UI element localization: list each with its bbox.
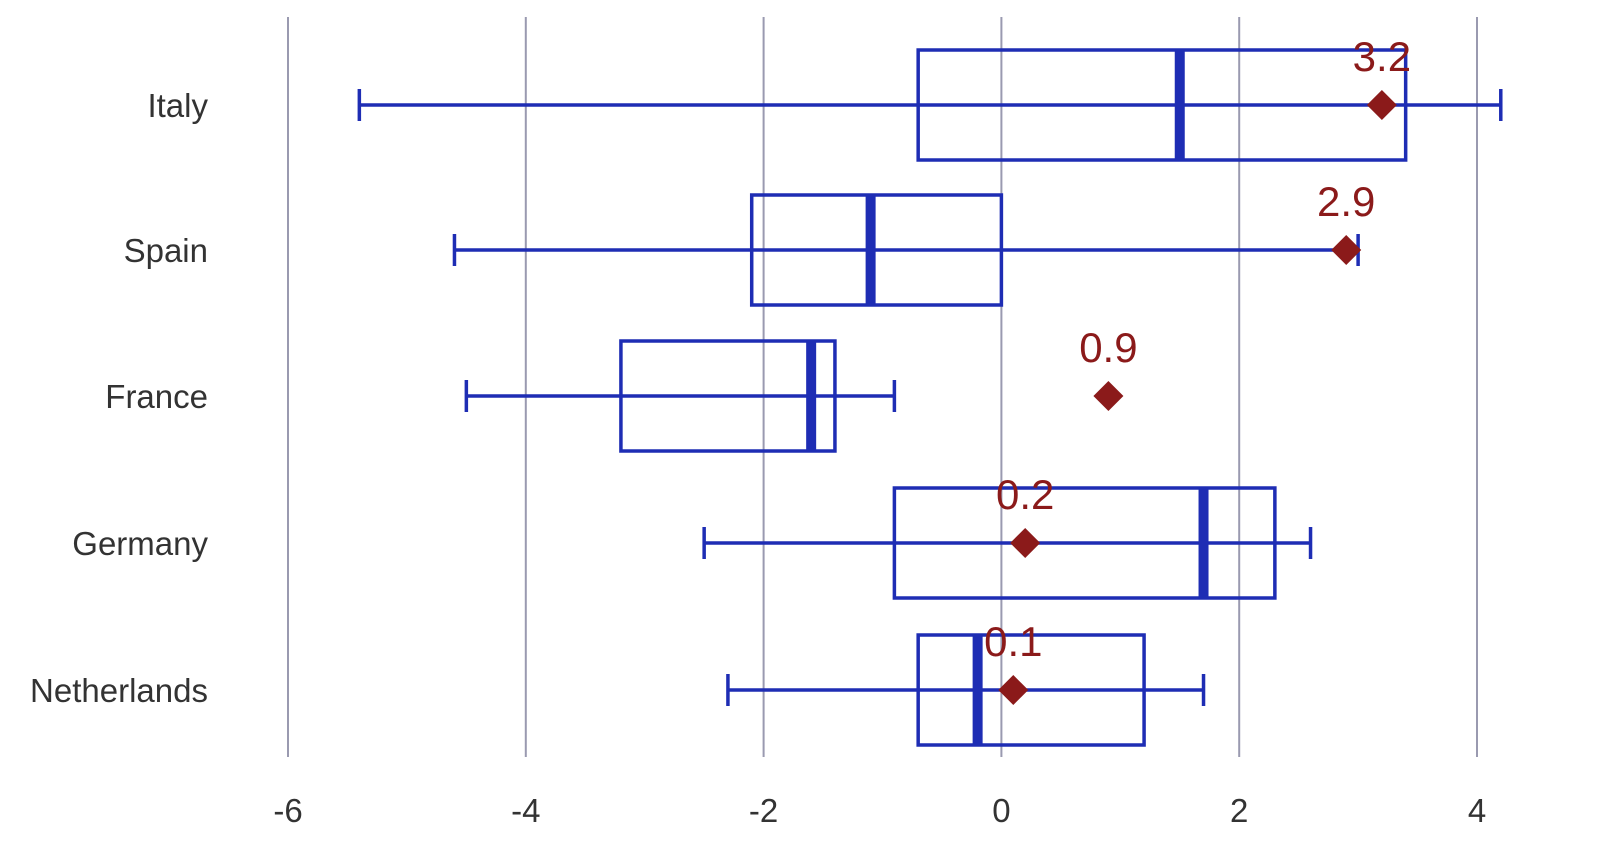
point-value-label: 3.2 <box>1353 33 1411 80</box>
x-tick-label: -4 <box>511 792 540 829</box>
box-iqr <box>916 48 1408 162</box>
box-iqr <box>892 486 1277 600</box>
x-tick-label: -6 <box>273 792 302 829</box>
label-layer: -6 -4 -2 0 2 4 ItalySpainFranceGermanyNetherla… <box>30 33 1486 829</box>
point-marker <box>998 675 1029 705</box>
point-layer <box>998 90 1397 705</box>
point-value-label: 0.9 <box>1079 324 1137 371</box>
point-marker <box>1010 528 1041 558</box>
point-marker <box>1093 381 1124 411</box>
category-label: Germany <box>72 525 208 562</box>
grid-layer <box>287 17 1478 757</box>
x-tick-label: 4 <box>1468 792 1486 829</box>
box-italy <box>357 48 1503 162</box>
x-tick-label: 2 <box>1230 792 1248 829</box>
x-tick-label: 0 <box>992 792 1010 829</box>
point-marker <box>1366 90 1397 120</box>
box-germany <box>702 486 1313 600</box>
point-value-label: 2.9 <box>1317 178 1375 225</box>
category-label: Spain <box>124 232 208 269</box>
category-label: Italy <box>147 87 208 124</box>
category-label: France <box>105 378 208 415</box>
box-netherlands <box>726 633 1206 747</box>
category-label: Netherlands <box>30 672 208 709</box>
box-iqr <box>749 193 1004 307</box>
box-spain <box>452 193 1360 307</box>
box-iqr <box>916 633 1146 747</box>
x-tick-label: -2 <box>749 792 778 829</box>
point-marker <box>1331 235 1362 265</box>
point-value-label: 0.2 <box>996 471 1054 518</box>
box-layer <box>357 48 1503 747</box>
box-iqr <box>619 339 837 453</box>
point-value-label: 0.1 <box>984 618 1042 665</box>
box-france <box>464 339 897 453</box>
